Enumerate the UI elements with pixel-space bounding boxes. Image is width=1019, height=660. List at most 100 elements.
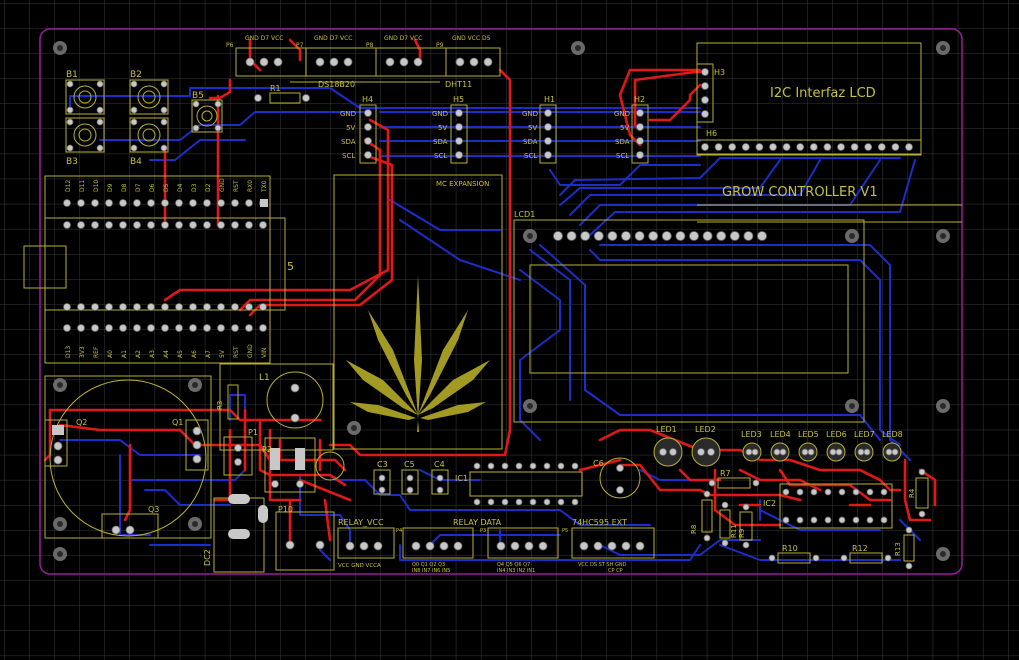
resistor-r10 [777,552,811,564]
arduino-top-label-6: D7 [135,183,142,192]
leaf-logo [346,275,490,432]
relay-data-pins4: IN4 IN3 IN2 IN1 [497,568,535,574]
sensor-p8-ref: P8 [366,42,374,49]
capacitor-c1 [315,451,345,481]
p1-pin-1 [234,444,242,452]
ext-title: 74HC595 EXT [572,518,627,527]
arduino-bottom-label-8: A4 [163,350,170,358]
relay-data-b-pin-4 [538,541,548,551]
ic1-bottom-pin-2 [487,498,495,506]
arduino-bottom-label-9: A5 [177,350,184,358]
arduino-top-pin-14 [245,199,253,207]
l1-pin-b [290,413,300,423]
arduino-top-inner-pin-10 [189,221,197,229]
ic2-bottom-pin-2 [796,516,804,524]
arduino-top-label-7: D6 [149,183,156,192]
lcd1-pin-5 [607,231,618,241]
arduino-bottom-pin-6 [133,324,141,332]
arduino-top-inner-pin-2 [77,221,85,229]
arduino-bottom-inner-pin-13 [231,303,239,311]
p2-regulator [264,437,316,493]
h6-header [696,139,922,155]
h5-pin-gnd: GND [432,110,448,118]
arduino-bottom-label-7: A3 [149,350,156,358]
c6-label: C6 [593,459,604,468]
ic1-top-pin-4 [515,462,523,470]
arduino-bottom-pin-10 [189,324,197,332]
arduino-bottom-inner-pin-9 [175,303,183,311]
ic1-bottom-pin-3 [501,498,509,506]
arduino-top-inner-pin-9 [175,221,183,229]
led7-pin-b [863,448,871,456]
fan-circle [49,379,207,537]
led4-pin-a [773,448,781,456]
sensor-p7-pins: GND D7 VCC [314,35,353,42]
arduino-bottom-inner-pin-1 [63,303,71,311]
arduino-bottom-pin-5 [119,324,127,332]
h6-pin-3 [728,143,737,151]
arduino-bottom-pin-3 [91,324,99,332]
arduino-top-label-4: D9 [107,183,114,192]
sensor-connectors [235,47,501,77]
p2-pad-a [270,448,280,470]
arduino-ref-5: 5 [287,260,294,273]
r11-label: R11 [730,524,738,538]
arduino-top-inner-pin-13 [231,221,239,229]
h3-pin-4 [701,110,709,118]
mounting-holes [53,41,950,561]
relay-data-pins2: IN8 IN7 IN6 IN5 [412,568,450,574]
relay-data-a-pin-4 [453,541,463,551]
sensor-p9-pins: GND VCC D5 [452,35,491,42]
c4-label: C4 [434,460,445,469]
i2c-lcd-label: I2C Interfaz LCD [770,86,876,101]
arduino-bottom-label-5: A1 [121,350,128,358]
h6-pin-9 [809,143,818,151]
board-outline [39,28,963,575]
c5-label: C5 [404,460,415,469]
h2-pin-5v: 5V [620,124,629,132]
h6-pin-2 [714,143,723,151]
p2-pin-2 [296,480,304,488]
led4-label: LED4 [770,430,791,439]
c3-body [373,469,391,495]
relay-data-b-pin-2 [510,541,520,551]
ic2-label: IC2 [763,499,776,508]
arduino-bottom-pin-11 [203,324,211,332]
arduino-top-pin-9 [175,199,183,207]
arduino-top-pin-8 [161,199,169,207]
relay-data-title: RELAY DATA [453,518,502,527]
sensor-p9-ref: P9 [436,42,444,49]
sensor-p7-ref: P7 [296,42,304,49]
ic2-bottom-pin-3 [810,516,818,524]
h2-label: H2 [634,95,645,104]
lcd1-pin-4 [593,231,604,241]
h4-label: H4 [362,95,373,104]
relay-data-pins1: Q0 Q1 Q2 Q3 [412,562,445,568]
ic2-top-pin-5 [838,488,846,496]
h1-pin-gnd: GND [522,110,538,118]
arduino-bottom-pin-7 [147,324,155,332]
relay-vcc-pin-3 [373,541,383,551]
arduino-bottom-pin-1 [63,324,71,332]
q3-body [101,513,159,539]
p2-pin-1 [271,480,279,488]
arduino-bottom-pin-14 [245,324,253,332]
h5-pin-5v: 5V [438,124,447,132]
ic1-bottom-pin-8 [571,498,579,506]
c3-pin-2 [378,486,386,494]
led-row [653,437,902,467]
ic1-top-pin-3 [501,462,509,470]
dc2-label: DC2 [203,549,212,566]
r8-label: R8 [690,525,698,534]
ic2-bottom-pin-5 [838,516,846,524]
arduino-bottom-label-13: RST [233,346,240,358]
q3-pin-2 [125,525,135,535]
relay-vcc-connector [337,527,395,559]
ic2-bottom-pin-6 [852,516,860,524]
ic2-pins [782,488,888,524]
arduino-bottom-label-14: GND [247,344,254,358]
ic1-top-pin-7 [557,462,565,470]
